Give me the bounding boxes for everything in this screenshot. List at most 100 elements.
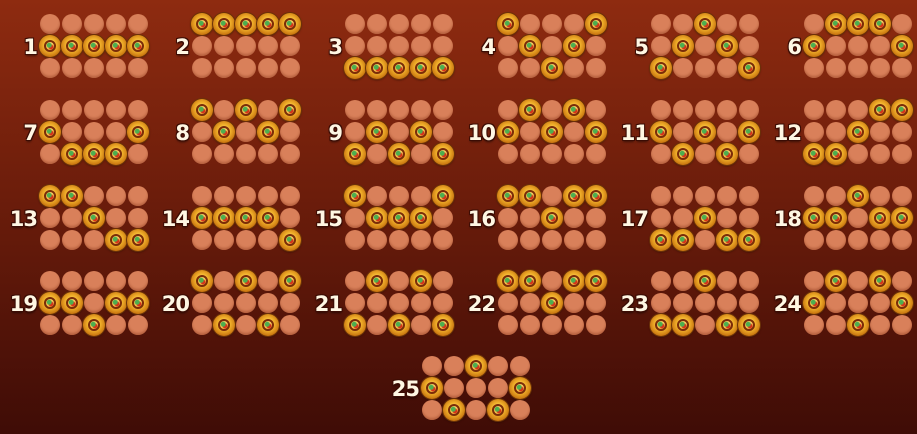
- gold-coin-symbol-icon: [563, 270, 585, 292]
- payline-number: 11: [619, 97, 648, 169]
- empty-cell: [62, 315, 82, 335]
- gold-coin-symbol-icon: [803, 207, 825, 229]
- empty-cell: [739, 14, 759, 34]
- empty-cell: [128, 208, 148, 228]
- empty-cell: [673, 122, 693, 142]
- payline-8: 8: [160, 97, 312, 169]
- empty-cell: [826, 293, 846, 313]
- empty-cell: [345, 100, 365, 120]
- empty-cell: [651, 100, 671, 120]
- empty-cell: [739, 144, 759, 164]
- payline-number: 19: [8, 268, 37, 340]
- empty-cell: [870, 144, 890, 164]
- empty-cell: [280, 208, 300, 228]
- gold-coin-symbol-icon: [410, 57, 432, 79]
- payline-23: 23: [619, 268, 771, 340]
- gold-coin-symbol-icon: [563, 185, 585, 207]
- empty-cell: [411, 293, 431, 313]
- empty-cell: [40, 230, 60, 250]
- empty-cell: [848, 271, 868, 291]
- empty-cell: [106, 186, 126, 206]
- empty-cell: [564, 230, 584, 250]
- payline-number: 23: [619, 268, 648, 340]
- gold-coin-symbol-icon: [650, 57, 672, 79]
- payline-number: 14: [160, 183, 189, 255]
- payline-number: 25: [390, 353, 419, 425]
- payline-grid: [498, 183, 610, 255]
- payline-number: 21: [313, 268, 342, 340]
- gold-coin-symbol-icon: [694, 270, 716, 292]
- gold-coin-symbol-icon: [541, 121, 563, 143]
- payline-grid: [422, 353, 534, 425]
- gold-coin-symbol-icon: [716, 229, 738, 251]
- empty-cell: [651, 293, 671, 313]
- empty-cell: [498, 230, 518, 250]
- gold-coin-symbol-icon: [847, 13, 869, 35]
- empty-cell: [236, 315, 256, 335]
- empty-cell: [804, 122, 824, 142]
- payline-11: 11: [619, 97, 771, 169]
- empty-cell: [128, 14, 148, 34]
- payline-grid: [40, 268, 152, 340]
- gold-coin-symbol-icon: [366, 270, 388, 292]
- gold-coin-symbol-icon: [257, 207, 279, 229]
- empty-cell: [106, 271, 126, 291]
- empty-cell: [62, 208, 82, 228]
- empty-cell: [586, 100, 606, 120]
- gold-coin-symbol-icon: [716, 143, 738, 165]
- empty-cell: [367, 315, 387, 335]
- empty-cell: [739, 293, 759, 313]
- empty-cell: [389, 14, 409, 34]
- empty-cell: [826, 122, 846, 142]
- empty-cell: [40, 58, 60, 78]
- empty-cell: [389, 271, 409, 291]
- empty-cell: [280, 58, 300, 78]
- empty-cell: [62, 230, 82, 250]
- empty-cell: [520, 58, 540, 78]
- empty-cell: [826, 100, 846, 120]
- empty-cell: [826, 186, 846, 206]
- empty-cell: [62, 100, 82, 120]
- empty-cell: [411, 100, 431, 120]
- empty-cell: [214, 271, 234, 291]
- empty-cell: [739, 186, 759, 206]
- gold-coin-symbol-icon: [83, 314, 105, 336]
- empty-cell: [717, 271, 737, 291]
- gold-coin-symbol-icon: [257, 13, 279, 35]
- empty-cell: [520, 122, 540, 142]
- empty-cell: [367, 293, 387, 313]
- empty-cell: [367, 186, 387, 206]
- empty-cell: [411, 230, 431, 250]
- empty-cell: [488, 356, 508, 376]
- empty-cell: [870, 186, 890, 206]
- empty-cell: [488, 378, 508, 398]
- payline-17: 17: [619, 183, 771, 255]
- gold-coin-symbol-icon: [235, 270, 257, 292]
- empty-cell: [892, 144, 912, 164]
- empty-cell: [564, 58, 584, 78]
- empty-cell: [433, 100, 453, 120]
- empty-cell: [280, 293, 300, 313]
- empty-cell: [345, 271, 365, 291]
- payline-21: 21: [313, 268, 465, 340]
- empty-cell: [717, 208, 737, 228]
- empty-cell: [411, 144, 431, 164]
- empty-cell: [236, 122, 256, 142]
- empty-cell: [870, 36, 890, 56]
- empty-cell: [717, 100, 737, 120]
- payline-number: 4: [466, 11, 495, 83]
- payline-number: 22: [466, 268, 495, 340]
- payline-number: 24: [772, 268, 801, 340]
- empty-cell: [892, 315, 912, 335]
- empty-cell: [444, 356, 464, 376]
- empty-cell: [542, 14, 562, 34]
- empty-cell: [892, 271, 912, 291]
- empty-cell: [520, 230, 540, 250]
- payline-6: 6: [772, 11, 917, 83]
- empty-cell: [564, 315, 584, 335]
- empty-cell: [192, 230, 212, 250]
- payline-grid: [40, 183, 152, 255]
- payline-24: 24: [772, 268, 917, 340]
- empty-cell: [40, 208, 60, 228]
- gold-coin-symbol-icon: [497, 270, 519, 292]
